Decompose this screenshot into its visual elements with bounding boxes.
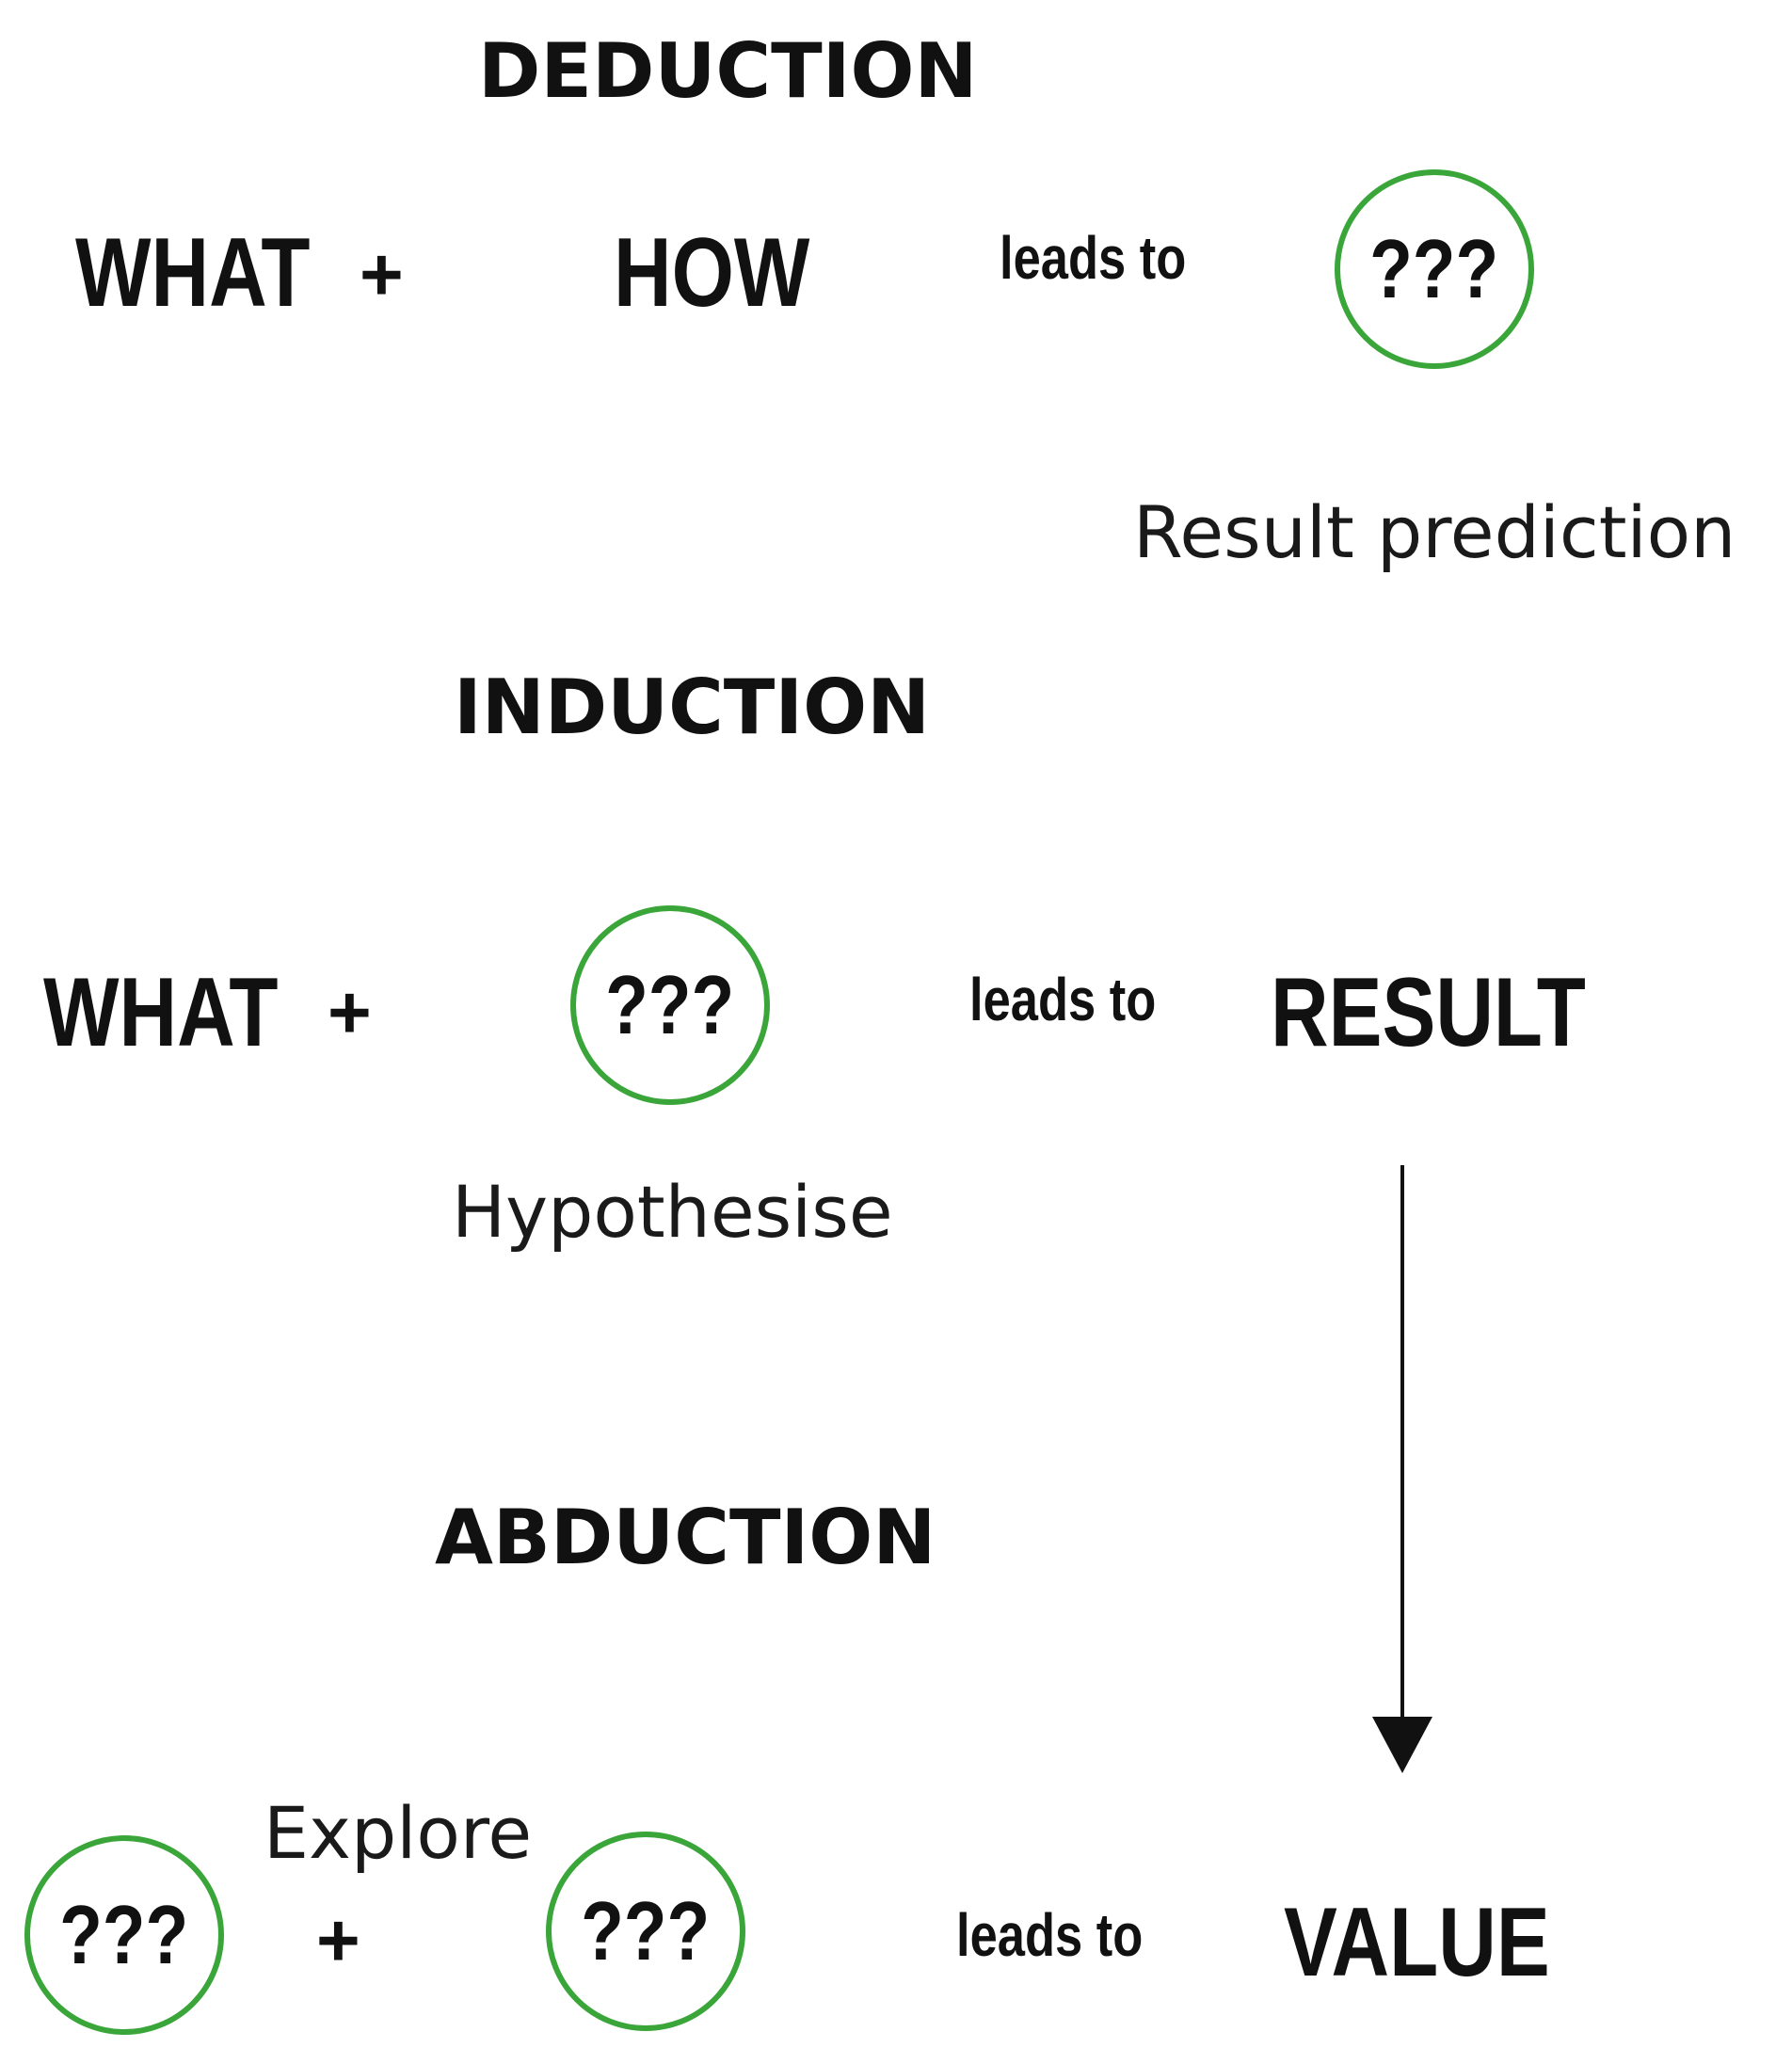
abduction-value: VALUE xyxy=(1284,1888,1550,1997)
deduction-note: Result prediction xyxy=(1133,490,1736,574)
abduction-note: Explore xyxy=(264,1791,533,1875)
deduction-heading: DEDUCTION xyxy=(478,27,978,115)
abduction-plus: + xyxy=(316,1898,360,1982)
deduction-how: HOW xyxy=(614,218,810,328)
abduction-unknown-circle-1: ??? xyxy=(24,1835,224,2035)
induction-note: Hypothesise xyxy=(452,1170,893,1254)
abduction-heading: ABDUCTION xyxy=(435,1494,936,1581)
induction-plus: + xyxy=(328,970,372,1054)
deduction-what: WHAT xyxy=(75,218,311,328)
arrow-head-icon xyxy=(1372,1717,1432,1773)
induction-result: RESULT xyxy=(1271,958,1586,1067)
induction-unknown-circle: ??? xyxy=(570,905,770,1105)
deduction-unknown-circle: ??? xyxy=(1335,169,1534,369)
induction-heading: INDUCTION xyxy=(454,664,931,751)
abduction-unknown-circle-2: ??? xyxy=(546,1832,745,2031)
deduction-unknown-label: ??? xyxy=(1369,222,1499,315)
induction-unknown-label: ??? xyxy=(605,958,735,1051)
abduction-leads-to: leads to xyxy=(956,1901,1144,1969)
induction-leads-to: leads to xyxy=(969,966,1157,1033)
abduction-unknown-label-2: ??? xyxy=(581,1884,711,1977)
induction-what: WHAT xyxy=(43,958,279,1067)
abduction-unknown-label-1: ??? xyxy=(59,1888,189,1981)
deduction-leads-to: leads to xyxy=(1000,224,1187,292)
deduction-plus: + xyxy=(360,232,404,316)
